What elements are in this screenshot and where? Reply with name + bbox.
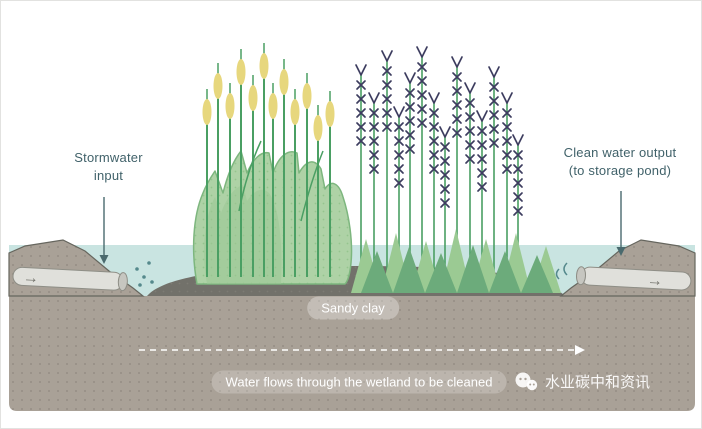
stormwater-pointer-arrow-icon bbox=[99, 197, 109, 264]
stormwater-pipe: → bbox=[12, 266, 128, 292]
clean-water-output-label: Clean water output (to storage pond) bbox=[563, 145, 677, 178]
sandy-clay-badge: Sandy clay bbox=[307, 296, 399, 320]
marsh-grass-front bbox=[361, 245, 553, 293]
outlet-pipe: → bbox=[575, 266, 692, 291]
inflow-particles bbox=[135, 261, 154, 287]
flow-direction-arrow-icon bbox=[139, 345, 585, 355]
reed-plant bbox=[416, 46, 428, 278]
stormwater-input-label: Stormwater input bbox=[74, 150, 143, 183]
leaf-blade bbox=[238, 140, 262, 212]
leaf-blade bbox=[300, 150, 324, 222]
wechat-icon bbox=[515, 372, 538, 390]
flow-caption: Water flows through the wetland to be cl… bbox=[211, 370, 507, 394]
flow-arrow-icon: → bbox=[646, 272, 663, 290]
wetland-bush-shade bbox=[204, 185, 282, 284]
outflow-ripples bbox=[555, 262, 568, 280]
watermark-text: 水业碳中和资讯 bbox=[545, 374, 651, 391]
clean-output-pointer-arrow-icon bbox=[616, 191, 626, 256]
cattail-plants bbox=[201, 42, 336, 277]
flow-arrow-icon: → bbox=[22, 269, 39, 287]
watermark: 水业碳中和资讯 bbox=[515, 371, 650, 392]
